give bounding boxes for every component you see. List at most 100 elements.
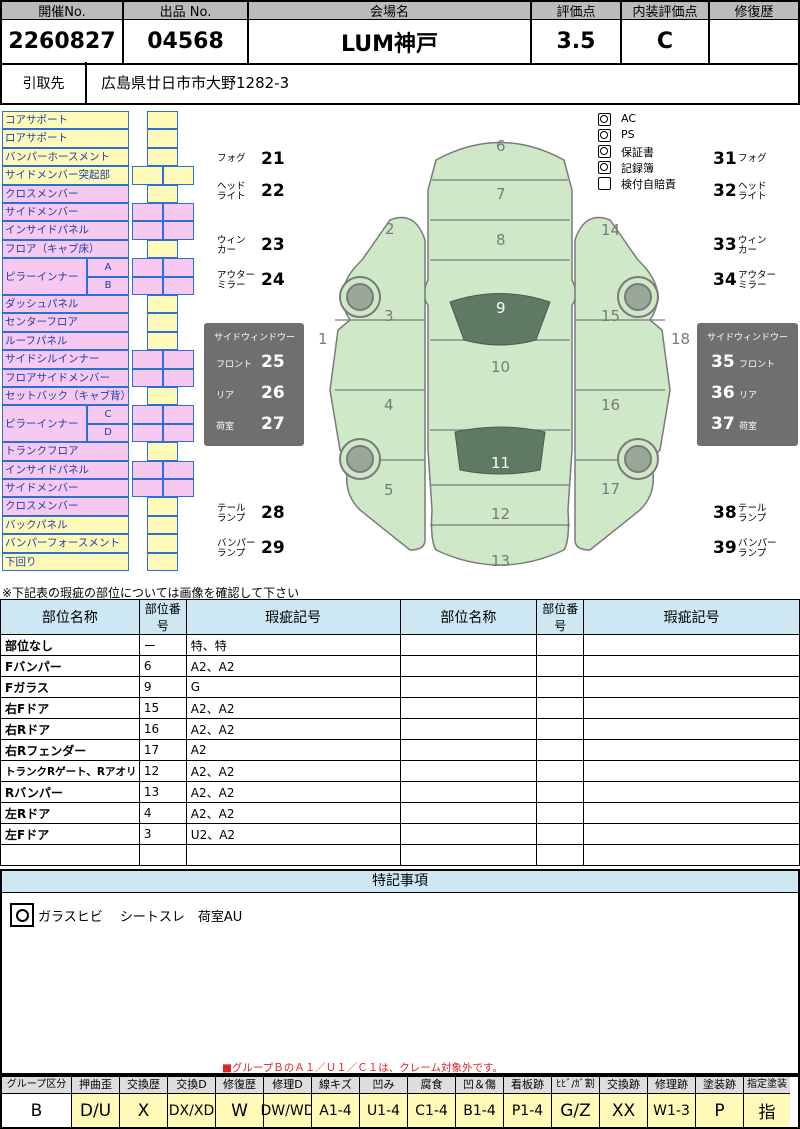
part-check-box <box>163 423 194 443</box>
right-lamp-label: アウター ミラー <box>738 270 777 291</box>
part-check-box <box>163 258 194 277</box>
table-row: 部位なしー特、特 <box>0 634 800 656</box>
pickup-row: 引取先 広島県廿日市市大野1282-3 <box>0 62 800 105</box>
left-lamp-label: フォグ <box>217 153 246 164</box>
empty-cell <box>583 823 800 845</box>
legend-head: 交換歴 <box>120 1077 167 1094</box>
col-part-no-2: 部位番号 <box>536 599 585 635</box>
part-check-box <box>163 368 194 387</box>
empty-cell <box>399 760 538 782</box>
left-lamp-num: 24 <box>261 270 285 290</box>
col-defect-code: 瑕疵記号 <box>185 599 401 635</box>
empty-cell <box>583 718 800 740</box>
panel-number: 2 <box>385 220 395 238</box>
empty-cell <box>583 676 800 698</box>
right-window-front-num: 35 <box>711 352 735 372</box>
part-name: バンパーホースメント <box>2 147 129 167</box>
left-window-cargo-num: 27 <box>261 414 285 434</box>
empty-cell <box>536 760 585 782</box>
right-lamp-num: 34 <box>713 270 737 290</box>
pillar-sub-label: D <box>87 423 129 443</box>
panel-number: 7 <box>496 185 506 203</box>
left-window-front-label: フロント <box>216 360 253 370</box>
left-lamp-num: 28 <box>261 503 285 523</box>
panel-number: 10 <box>491 358 511 376</box>
part-check-box <box>132 350 163 369</box>
right-side-window-title: サイドウィンドウー <box>707 333 789 343</box>
legend-head: グループ区分 <box>2 1077 71 1094</box>
part-name-cell: Fガラス <box>0 676 140 698</box>
part-name: クロスメンバー <box>2 184 129 203</box>
empty-cell <box>399 697 538 719</box>
legend-value: XX <box>600 1094 647 1127</box>
left-lamp-num: 29 <box>261 538 285 558</box>
part-check-box <box>163 350 194 369</box>
interior-score-label: 内装評価点 <box>622 2 710 20</box>
part-no-cell: 3 <box>138 823 187 845</box>
empty-cell <box>536 718 585 740</box>
panel-number: 18 <box>671 330 691 348</box>
part-name: センターフロア <box>2 313 129 332</box>
right-side-window-box: サイドウィンドウー 35 フロント 36 リア 37 荷室 <box>697 323 798 446</box>
part-no-cell: 12 <box>138 760 187 782</box>
part-check-box <box>147 442 178 461</box>
part-no-cell: ー <box>138 634 187 656</box>
empty-cell <box>536 844 585 866</box>
equipment-label: 検付自賠責 <box>621 178 676 191</box>
equipment-label: 保証書 <box>621 146 654 159</box>
special-notes-content: ガラスヒビ シートスレ 荷室AU <box>10 903 242 927</box>
repair-history-value <box>710 20 798 63</box>
pickup-address: 広島県廿日市市大野1282-3 <box>101 74 290 92</box>
empty-cell <box>583 760 800 782</box>
pillar-inner-name: ピラーインナー <box>2 258 87 295</box>
part-name-cell: トランクRゲート、Rアオリ <box>0 760 140 782</box>
part-check-box <box>163 460 194 479</box>
equipment-label: 記録簿 <box>621 162 654 175</box>
legend-value: P <box>696 1094 743 1127</box>
legend-head: 修理跡 <box>648 1077 695 1094</box>
part-check-box <box>163 276 194 295</box>
legend-head: 修復歴 <box>216 1077 263 1094</box>
table-row <box>0 844 800 866</box>
left-side-window-title: サイドウィンドウー <box>214 333 296 343</box>
score-label: 評価点 <box>532 2 622 20</box>
part-name: トランクフロア <box>2 442 129 461</box>
empty-cell <box>399 676 538 698</box>
legend-head: 凹＆傷 <box>456 1077 503 1094</box>
checkbox-icon <box>598 113 611 126</box>
legend-head: 押曲歪 <box>72 1077 119 1094</box>
part-name: フロアサイドメンバー <box>2 368 129 387</box>
windshield-shape <box>449 293 551 346</box>
empty-cell <box>536 655 585 677</box>
part-name: セットバック（キャブ背） <box>2 387 129 406</box>
legend-head: 指定塗装 <box>744 1077 790 1094</box>
part-no-cell: 13 <box>138 781 187 803</box>
part-check-box <box>147 331 178 351</box>
legend-value: G/Z <box>552 1094 599 1127</box>
empty-cell <box>583 655 800 677</box>
empty-cell <box>399 718 538 740</box>
empty-cell <box>583 802 800 824</box>
empty-cell <box>583 739 800 761</box>
empty-cell <box>583 781 800 803</box>
right-lamp-num: 32 <box>713 181 737 201</box>
legend-value: B <box>2 1094 71 1127</box>
lot-no-value: 04568 <box>124 20 249 63</box>
legend-value: X <box>120 1094 167 1127</box>
equipment-label: AC <box>621 112 637 125</box>
part-check-box <box>132 258 163 277</box>
venue-label: 会場名 <box>249 2 532 20</box>
checkbox-icon <box>598 129 611 142</box>
part-name-cell: 左Rドア <box>0 802 140 824</box>
part-name: サイドシルインナー <box>2 350 129 369</box>
right-window-front-label: フロント <box>739 360 776 370</box>
group-b-footnote: ■グループＢのＡ１／Ｕ１／Ｃ１は、クレーム対象外です。 <box>222 1062 503 1074</box>
